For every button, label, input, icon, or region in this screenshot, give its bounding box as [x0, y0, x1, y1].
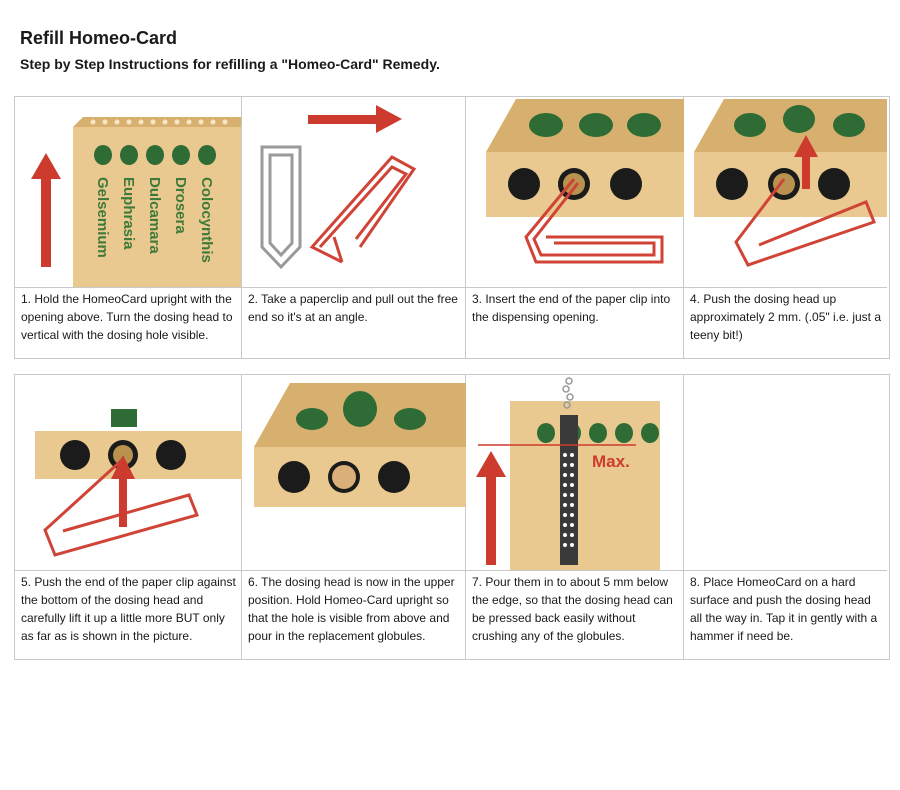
step-7: Max. 7. Pour them in to about 5 mm below…	[466, 375, 684, 659]
step-7-caption: 7. Pour them in to about 5 mm below the …	[472, 575, 673, 643]
max-fill-label: Max.	[592, 452, 630, 471]
paperclip-icon	[43, 457, 200, 557]
right-arrow-icon	[308, 105, 402, 133]
paperclip-icon	[524, 178, 664, 264]
remedy-label: Dulcamara	[146, 177, 163, 254]
step-3-illustration	[466, 97, 684, 288]
step-4: 4. Push the dosing head up approximately…	[684, 97, 887, 358]
page-subtitle: Step by Step Instructions for refilling …	[20, 56, 440, 72]
step-6: 6. The dosing head is now in the upper p…	[242, 375, 466, 659]
step-6-caption: 6. The dosing head is now in the upper p…	[248, 575, 455, 643]
instruction-row-1: Gelsemium Euphrasia Dulcamara Drosera Co…	[14, 96, 890, 359]
remedy-label: Gelsemium	[94, 177, 111, 258]
paperclip-open-icon	[309, 155, 417, 264]
up-arrow-icon	[794, 135, 818, 189]
paperclip-icon	[734, 178, 876, 267]
step-3-caption: 3. Insert the end of the paper clip into…	[472, 292, 671, 324]
step-8-illustration	[684, 375, 887, 571]
up-arrow-icon	[111, 455, 135, 527]
step-2-caption: 2. Take a paperclip and pull out the fre…	[248, 292, 458, 324]
up-arrow-icon	[476, 451, 506, 565]
step-5: 5. Push the end of the paper clip agains…	[15, 375, 242, 659]
step-8-caption: 8. Place HomeoCard on a hard surface and…	[690, 575, 878, 643]
step-1-illustration: Gelsemium Euphrasia Dulcamara Drosera Co…	[15, 97, 241, 288]
step-1-caption: 1. Hold the HomeoCard upright with the o…	[21, 292, 233, 342]
step-5-caption: 5. Push the end of the paper clip agains…	[21, 575, 236, 643]
step-7-illustration: Max.	[466, 375, 683, 571]
remedy-label: Euphrasia	[120, 177, 137, 250]
step-4-caption: 4. Push the dosing head up approximately…	[690, 292, 881, 342]
instruction-row-2: 5. Push the end of the paper clip agains…	[14, 374, 890, 660]
up-arrow-icon	[31, 153, 61, 267]
step-4-illustration	[684, 97, 887, 288]
step-2: 2. Take a paperclip and pull out the fre…	[242, 97, 466, 358]
remedy-label: Colocynthis	[198, 177, 215, 263]
step-2-illustration	[242, 97, 465, 288]
paperclip-closed-icon	[260, 145, 302, 270]
step-3: 3. Insert the end of the paper clip into…	[466, 97, 684, 358]
remedy-label: Drosera	[172, 177, 189, 234]
step-1: Gelsemium Euphrasia Dulcamara Drosera Co…	[15, 97, 242, 358]
step-6-illustration	[242, 375, 466, 571]
step-8: 8. Place HomeoCard on a hard surface and…	[684, 375, 887, 659]
step-5-illustration	[15, 375, 242, 571]
page-title: Refill Homeo-Card	[20, 28, 178, 48]
